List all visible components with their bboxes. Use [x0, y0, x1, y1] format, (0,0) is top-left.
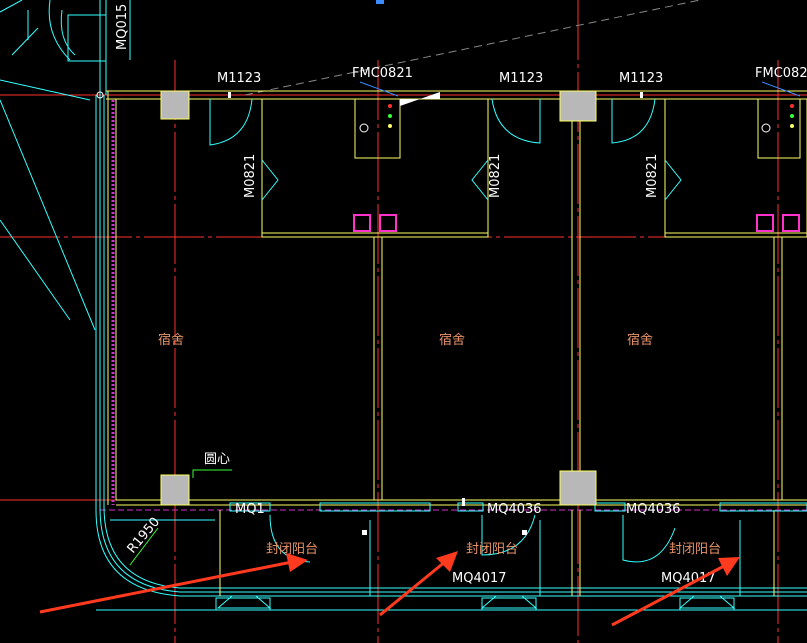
label-fmc0821-a: FMC0821 [352, 66, 413, 81]
label-mq4017-b: MQ4017 [661, 571, 716, 586]
column-bottom-2 [559, 470, 597, 506]
arrow-2-head [436, 551, 458, 572]
curved-facade [95, 95, 807, 611]
label-m0821-a: M0821 [243, 154, 258, 198]
annotation-arrows [39, 551, 740, 627]
arrow-3-head [718, 557, 740, 576]
door-m1123-a-swing [209, 98, 253, 146]
shaft-fixtures [96, 81, 801, 133]
label-m1123-b: M1123 [499, 71, 543, 86]
label-r1950: R1950 [125, 515, 164, 557]
label-m0821-b: M0821 [488, 154, 503, 198]
door-m0821-a-swing [261, 159, 279, 201]
label-m0821-c: M0821 [645, 154, 660, 198]
label-yuanxin: 圆心 [204, 452, 230, 467]
hydrant-boxes [353, 214, 800, 232]
label-mq015: MQ015 [115, 4, 130, 50]
label-mq4036-b: MQ4036 [626, 502, 681, 517]
arrow-1-head [286, 553, 308, 572]
label-balcony-1: 封闭阳台 [266, 542, 318, 557]
yuanxin-leader [192, 469, 232, 478]
label-m1123-a: M1123 [217, 71, 261, 86]
door-m0821-b-swing [471, 159, 489, 201]
label-balcony-3: 封闭阳台 [669, 542, 721, 557]
label-fmc0821-b: FMC0821 [755, 66, 807, 81]
door-m1123-b-swing [491, 98, 541, 144]
label-m1123-c: M1123 [619, 71, 663, 86]
upper-left-structure [0, 0, 131, 331]
windows [215, 502, 807, 611]
label-mq4017-a: MQ4017 [452, 571, 507, 586]
door-m1123-c-swing [611, 98, 656, 144]
label-room-2: 宿舍 [439, 332, 465, 348]
arrow-3-shaft [611, 563, 727, 627]
door-swings-top [209, 98, 682, 201]
label-room-3: 宿舍 [627, 332, 653, 348]
label-balcony-2: 封闭阳台 [466, 542, 518, 557]
columns [160, 90, 597, 506]
walls [106, 90, 807, 596]
radius-dimension-line [129, 527, 159, 566]
column-top-1 [160, 90, 190, 120]
arrow-2-shaft [379, 559, 447, 617]
label-mq1: MQ1 [235, 502, 265, 517]
door-m0821-c-swing [664, 159, 682, 201]
column-bottom-1 [160, 474, 190, 506]
label-mq4036-a: MQ4036 [487, 502, 542, 517]
label-room-1: 宿舍 [158, 332, 184, 348]
detail-marks [228, 0, 643, 535]
arrow-1-shaft [39, 560, 293, 614]
column-top-2 [559, 90, 597, 122]
labels: MQ015 M1123 FMC0821 M1123 M1123 FMC0821 … [115, 4, 807, 586]
